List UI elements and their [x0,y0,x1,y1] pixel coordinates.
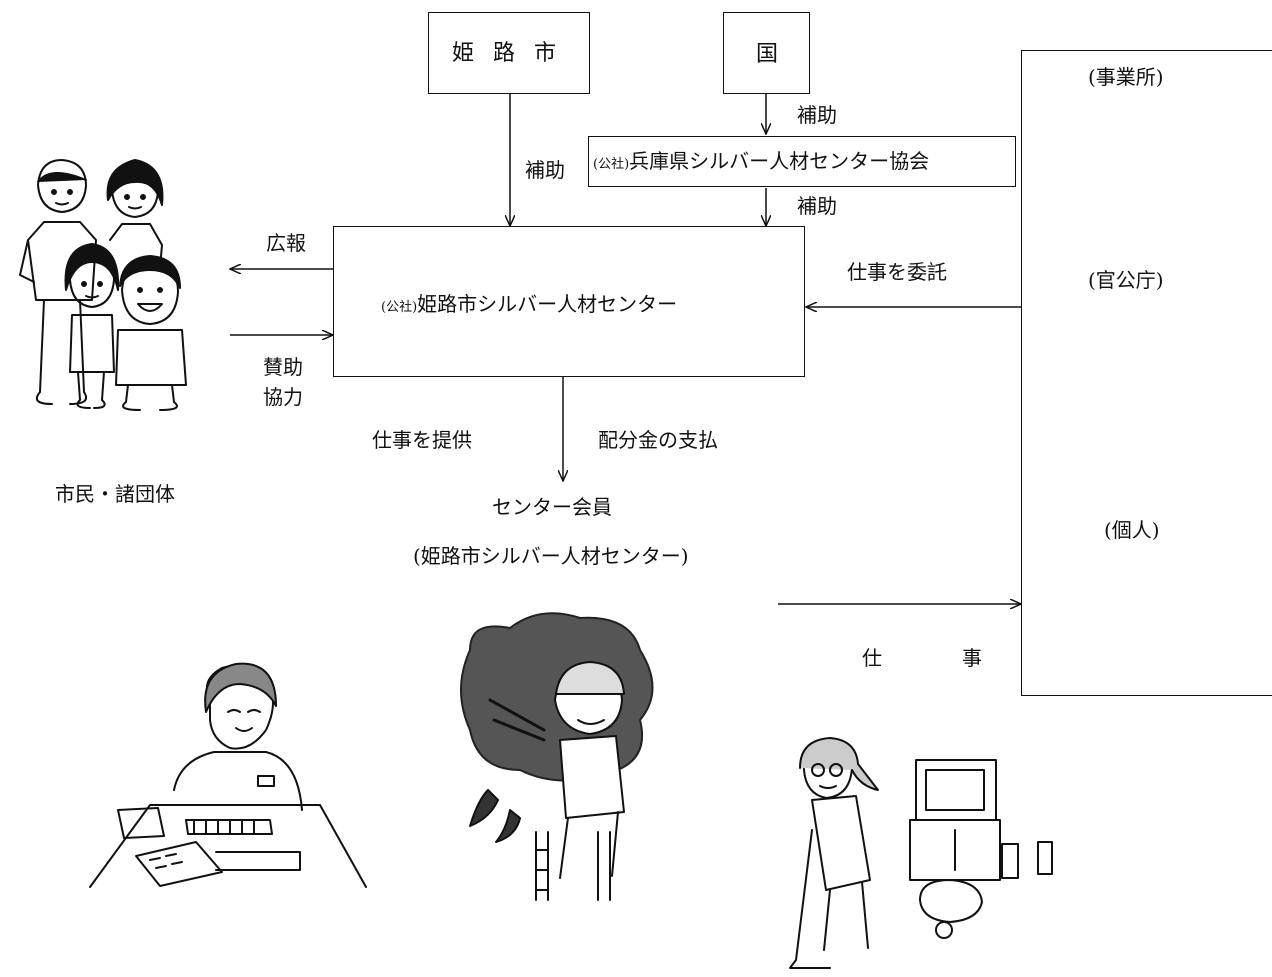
kuni-label: 国 [756,42,779,67]
clients-panel [1021,50,1272,696]
shigoto-label-1: 仕 [862,646,882,670]
kuni-node [723,12,810,94]
hyogo-name: 兵庫県シルバー人材センター協会 [629,149,930,173]
office-label: (事業所) [1088,65,1164,89]
citizens-label: 市民・諸団体 [55,482,175,506]
koho-label: 広報 [266,231,306,255]
himeji-city-node [428,12,590,94]
sanjo-label: 賛助 [263,355,303,379]
haibun-label: 配分金の支払 [598,428,718,452]
himeji-center-node [333,226,805,377]
center-name: 姫路市シルバー人材センター [417,292,678,316]
teikyo-label: 仕事を提供 [372,428,472,452]
gardener-worker-illustration [460,612,654,901]
kyoryoku-label: 協力 [263,385,303,409]
shigoto-label-2: 事 [962,646,982,670]
cleaner-worker-illustration [789,737,1053,969]
itaku-label: 仕事を委託 [847,260,947,284]
hyogo-association-label: (公社)兵庫県シルバー人材センター協会 [593,151,929,171]
hyogo-hojo-label: 補助 [797,194,837,218]
kuni-hojo-label: 補助 [797,103,837,127]
himeji-hojo-label: 補助 [525,158,565,182]
center-prefix: (公社) [381,300,418,315]
accountant-worker-illustration [89,662,367,888]
individual-label: (個人) [1104,518,1160,542]
member-subtitle: (姫路市シルバー人材センター) [413,544,689,568]
himeji-center-label: (公社)姫路市シルバー人材センター [381,294,677,314]
member-title: センター会員 [492,495,612,519]
hyogo-prefix: (公社) [593,157,630,172]
govt-label: (官公庁) [1088,268,1164,292]
himeji-city-label: 姫 路 市 [452,41,562,66]
hyogo-association-node [588,136,1016,187]
family-illustration [19,159,187,411]
